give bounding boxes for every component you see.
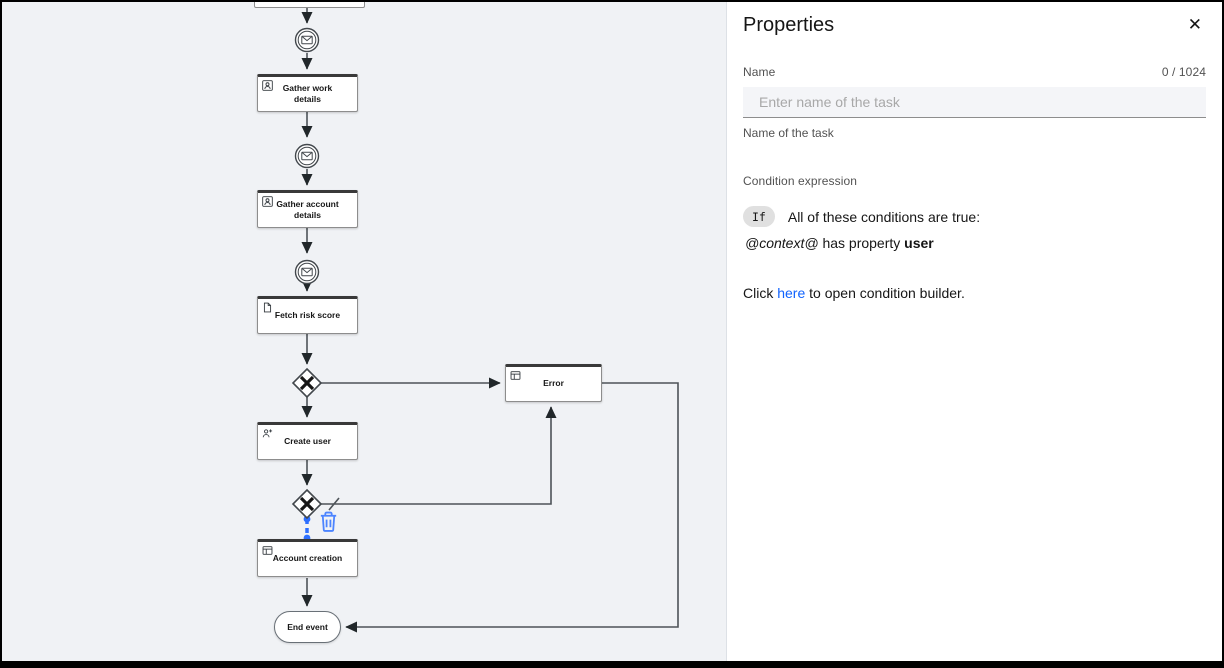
envelope-icon xyxy=(301,267,313,277)
sequence-flow-layer xyxy=(291,6,679,633)
hint-prefix: Click xyxy=(743,285,778,301)
hint-suffix: to open condition builder. xyxy=(805,285,965,301)
task-name-input[interactable] xyxy=(743,87,1206,118)
task-label: Gather work details xyxy=(282,82,333,104)
name-field-block: Name 0 / 1024 Name of the task xyxy=(727,65,1222,140)
char-counter: 0 / 1024 xyxy=(1161,65,1206,79)
task-account-creation[interactable]: Account creation xyxy=(257,539,358,577)
task-gather-account-details[interactable]: Gather account details xyxy=(257,190,358,228)
end-event-node[interactable]: End event xyxy=(274,611,341,643)
close-panel-button[interactable]: ✕ xyxy=(1184,14,1206,35)
property-name: user xyxy=(904,235,934,251)
condition-expression-label: Condition expression xyxy=(743,174,858,188)
name-field-label: Name xyxy=(743,65,776,79)
task-top-cutoff[interactable] xyxy=(254,2,365,8)
script-task-icon xyxy=(262,302,273,313)
task-label: Gather account details xyxy=(276,198,339,220)
message-event-3[interactable] xyxy=(294,259,320,285)
x-gateway-icon xyxy=(299,496,315,512)
end-event-label: End event xyxy=(287,622,328,632)
flow-gateway2-to-error[interactable] xyxy=(321,406,557,505)
name-field-helper: Name of the task xyxy=(743,126,834,140)
service-task-icon xyxy=(262,545,273,556)
if-badge: If xyxy=(743,206,775,227)
envelope-icon xyxy=(301,151,313,161)
gateway-exclusive-2[interactable] xyxy=(291,488,323,520)
condition-expression-text: @context@ has property user xyxy=(745,235,1206,251)
panel-title: Properties xyxy=(743,14,835,36)
condition-headline: All of these conditions are true: xyxy=(787,208,981,225)
task-label: Error xyxy=(543,378,564,389)
task-error[interactable]: Error xyxy=(505,364,602,402)
flow-gateway2-to-account-creation-selected[interactable] xyxy=(303,515,311,542)
message-event-2[interactable] xyxy=(294,143,320,169)
trash-icon xyxy=(320,511,337,532)
delete-flow-button[interactable] xyxy=(318,510,339,533)
user-task-icon xyxy=(262,196,273,207)
condition-expression-block: Condition expression If All of these con… xyxy=(727,174,1222,301)
expression-middle: has property xyxy=(818,235,905,251)
task-create-user[interactable]: Create user xyxy=(257,422,358,460)
task-label: Create user xyxy=(284,436,331,447)
task-gather-work-details[interactable]: Gather work details xyxy=(257,74,358,112)
x-gateway-icon xyxy=(299,375,315,391)
service-task-icon xyxy=(510,370,521,381)
task-label: Account creation xyxy=(272,553,343,564)
gateway-exclusive-1[interactable] xyxy=(291,367,323,399)
properties-panel: Properties ✕ Name 0 / 1024 Name of the t… xyxy=(726,2,1222,661)
user-add-icon xyxy=(262,428,273,439)
task-label: Fetch risk score xyxy=(274,310,341,321)
condition-builder-hint: Click here to open condition builder. xyxy=(743,285,1206,301)
diagram-canvas[interactable]: Gather work details Gather account detai… xyxy=(2,2,726,661)
user-task-icon xyxy=(262,80,273,91)
message-event-1[interactable] xyxy=(294,27,320,53)
default-flow-marker xyxy=(328,497,340,511)
condition-builder-link[interactable]: here xyxy=(777,285,806,301)
task-fetch-risk-score[interactable]: Fetch risk score xyxy=(257,296,358,334)
envelope-icon xyxy=(301,35,313,45)
context-variable: @context@ xyxy=(745,235,819,251)
flow-error-to-end-event[interactable] xyxy=(345,382,679,633)
